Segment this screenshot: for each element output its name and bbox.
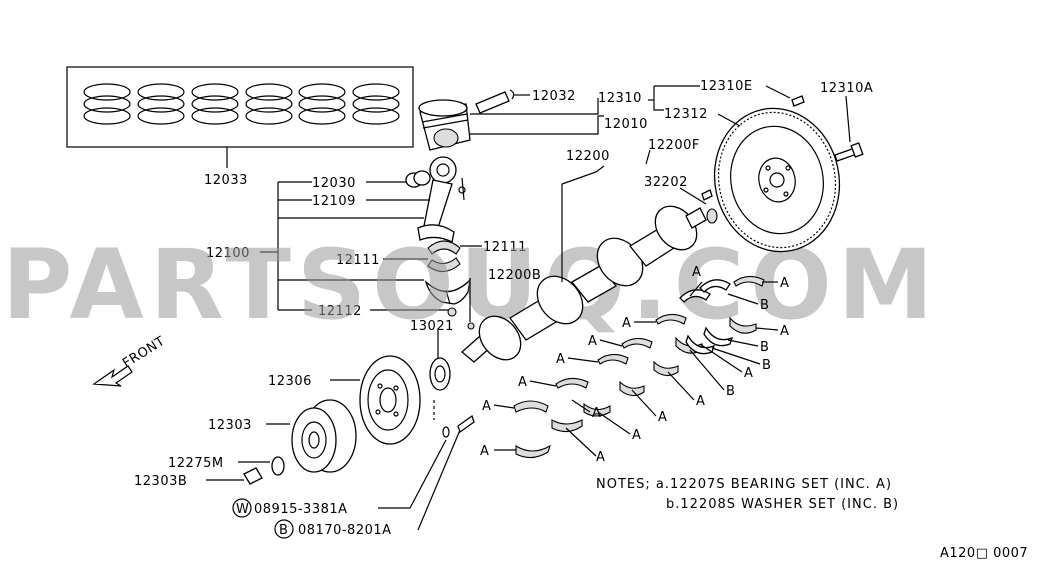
- connecting-rod-bearing-upper[interactable]: [427, 240, 461, 255]
- notes-line-2: b.12208S WASHER SET (INC. B): [666, 497, 899, 512]
- crankshaft[interactable]: [461, 198, 707, 368]
- label-12030[interactable]: 12030: [312, 176, 356, 191]
- label-12010[interactable]: 12010: [604, 117, 648, 132]
- label-12275M[interactable]: 12275M: [168, 456, 224, 471]
- svg-text:A: A: [588, 334, 597, 349]
- notes-line-1: NOTES; a.12207S BEARING SET (INC. A): [596, 477, 892, 492]
- damper-pulley[interactable]: [291, 399, 357, 473]
- svg-text:A: A: [482, 399, 491, 414]
- rod-cap-nut[interactable]: [447, 307, 457, 317]
- bearing-mark-labels: A A A A A A A B A B B A B A A A A A A: [480, 265, 789, 465]
- label-08915-3381A[interactable]: 08915-3381A: [254, 502, 348, 517]
- svg-text:A: A: [658, 410, 667, 425]
- label-13021[interactable]: 13021: [410, 319, 454, 334]
- spring-washer[interactable]: [442, 426, 450, 438]
- svg-text:A: A: [780, 276, 789, 291]
- sprocket-bolt[interactable]: [457, 414, 475, 434]
- label-12310A[interactable]: 12310A: [820, 81, 873, 96]
- piston-pin-bushing[interactable]: [405, 170, 431, 188]
- label-12303B[interactable]: 12303B: [134, 474, 187, 489]
- svg-text:A: A: [622, 316, 631, 331]
- label-08170-8201A[interactable]: 08170-8201A: [298, 523, 392, 538]
- piston[interactable]: [418, 99, 471, 151]
- svg-text:A: A: [518, 375, 527, 390]
- crank-sprocket[interactable]: [429, 357, 451, 391]
- footer-code: A120□ 0007: [940, 546, 1028, 561]
- front-arrow-icon: [92, 365, 133, 387]
- label-12306[interactable]: 12306: [268, 374, 312, 389]
- flywheel[interactable]: [701, 97, 852, 264]
- label-12100[interactable]: 12100: [206, 246, 250, 261]
- svg-text:A: A: [632, 428, 641, 443]
- label-12111-upper[interactable]: 12111: [483, 240, 527, 255]
- svg-text:A: A: [780, 324, 789, 339]
- svg-text:A: A: [592, 406, 601, 421]
- svg-text:B: B: [279, 523, 288, 538]
- label-12310E[interactable]: 12310E: [700, 79, 753, 94]
- svg-text:B: B: [760, 298, 769, 313]
- circle-mark-w: W: [232, 498, 252, 518]
- label-32202[interactable]: 32202: [644, 175, 688, 190]
- label-12033[interactable]: 12033: [204, 173, 248, 188]
- label-12312[interactable]: 12312: [664, 107, 708, 122]
- label-12109[interactable]: 12109: [312, 194, 356, 209]
- connecting-rod[interactable]: [417, 156, 466, 243]
- circle-mark-b: B: [274, 519, 294, 539]
- main-bearings[interactable]: [513, 275, 765, 459]
- pulley-bolt[interactable]: [243, 467, 263, 485]
- piston-ring-set[interactable]: [66, 66, 414, 168]
- label-12200[interactable]: 12200: [566, 149, 610, 164]
- svg-text:W: W: [236, 502, 249, 517]
- label-12200F[interactable]: 12200F: [648, 138, 700, 153]
- svg-text:A: A: [744, 366, 753, 381]
- crank-pulley[interactable]: [359, 355, 421, 445]
- svg-text:B: B: [726, 384, 735, 399]
- svg-text:B: B: [760, 340, 769, 355]
- svg-text:A: A: [556, 352, 565, 367]
- crank-dowel-pin[interactable]: [701, 189, 713, 201]
- piston-pin-clip[interactable]: [509, 89, 515, 100]
- flywheel-dowel[interactable]: [791, 95, 805, 107]
- label-12200B[interactable]: 12200B: [488, 268, 541, 283]
- label-12032[interactable]: 12032: [532, 89, 576, 104]
- label-12111-lower[interactable]: 12111: [336, 253, 380, 268]
- svg-text:B: B: [762, 358, 771, 373]
- piston-pin[interactable]: [475, 91, 510, 114]
- pilot-bushing[interactable]: [706, 208, 718, 224]
- flywheel-bolt[interactable]: [834, 142, 864, 162]
- label-12303[interactable]: 12303: [208, 418, 252, 433]
- pulley-washer[interactable]: [271, 456, 285, 476]
- connecting-rod-cap[interactable]: [424, 278, 471, 305]
- svg-text:A: A: [480, 444, 489, 459]
- label-12310[interactable]: 12310: [598, 91, 642, 106]
- svg-text:A: A: [696, 394, 705, 409]
- svg-text:A: A: [692, 265, 701, 280]
- connecting-rod-bearing-lower[interactable]: [427, 257, 461, 273]
- label-12112[interactable]: 12112: [318, 304, 362, 319]
- svg-text:A: A: [596, 450, 605, 465]
- crank-plug[interactable]: [467, 322, 475, 330]
